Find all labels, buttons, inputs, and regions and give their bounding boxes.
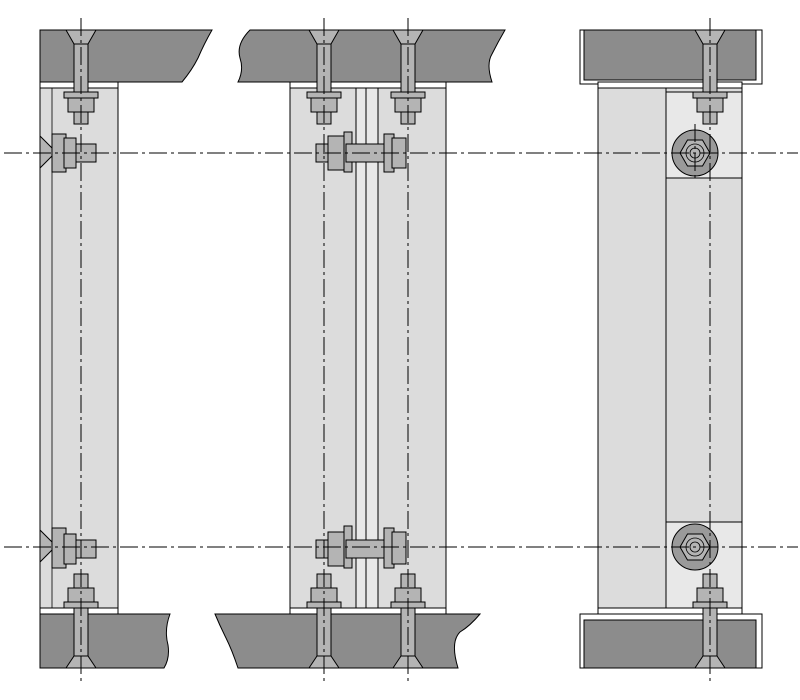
top-slab-right [583, 29, 757, 81]
bottom-slab-middle [214, 613, 482, 669]
post-front-left [597, 83, 667, 615]
top-slab [39, 29, 213, 83]
right-view [579, 18, 763, 682]
lower-through-bolt [315, 525, 407, 569]
bottom-slab [39, 613, 171, 669]
top-anchor-bolt [63, 29, 99, 125]
bottom-slab-right [583, 619, 757, 669]
left-view [39, 18, 213, 682]
middle-view [214, 18, 506, 682]
top-slab-middle [237, 29, 506, 83]
